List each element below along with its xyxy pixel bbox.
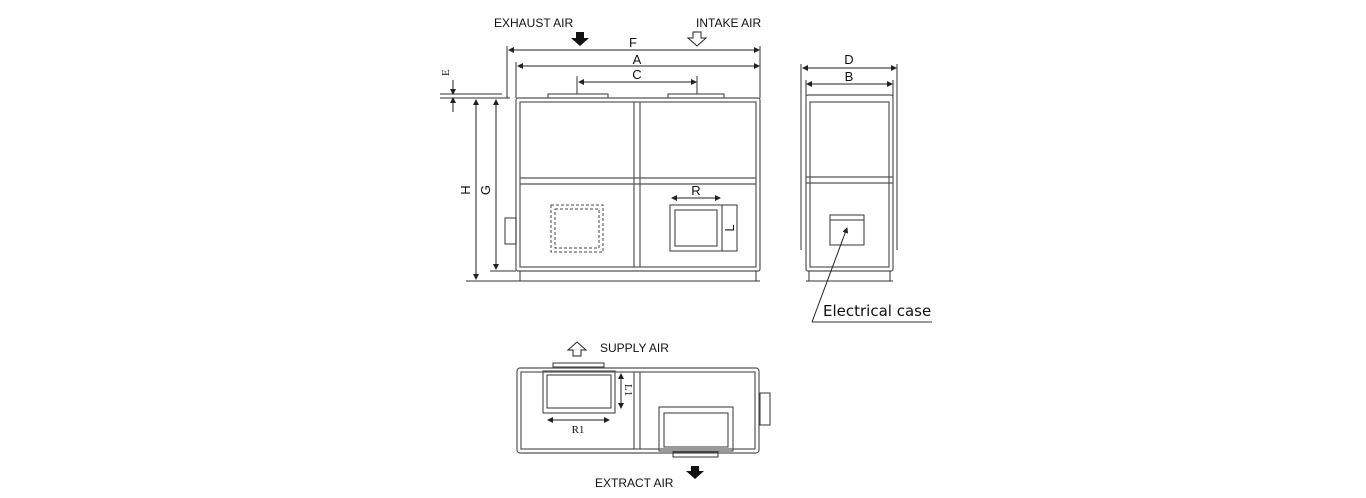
- duct-opening: [669, 204, 723, 252]
- front-view: EXHAUST AIR INTAKE AIR F A C E H G: [440, 16, 761, 282]
- dim-label-l1: L1: [622, 384, 634, 396]
- hidden-duct-outline: [550, 204, 604, 253]
- exhaust-arrow-icon: [571, 32, 589, 46]
- electrical-case-leader: [811, 227, 849, 323]
- extract-duct: [658, 406, 734, 452]
- supply-air-label: SUPPLY AIR: [600, 341, 669, 355]
- electrical-case-box: [829, 214, 865, 246]
- top-view: SUPPLY AIR R1 L1 EXTRACT AIR: [516, 341, 771, 490]
- extract-air-label: EXTRACT AIR: [595, 476, 674, 490]
- dim-label-e: E: [440, 69, 452, 76]
- side-view: D B Electrical case: [800, 52, 932, 323]
- dim-label-b: B: [845, 69, 854, 84]
- dim-label-c: C: [632, 67, 641, 82]
- side-connector-top: [759, 392, 771, 426]
- supply-duct: [542, 370, 616, 414]
- top-frame: [516, 367, 760, 454]
- dim-label-g: G: [478, 185, 493, 195]
- intake-arrow-icon: [686, 31, 708, 47]
- side-connector: [504, 217, 517, 245]
- exhaust-air-label: EXHAUST AIR: [494, 16, 573, 30]
- dim-label-r: R: [691, 183, 700, 198]
- dim-label-r1: R1: [572, 424, 585, 436]
- dim-label-h: H: [458, 185, 473, 194]
- front-frame: [515, 97, 761, 272]
- dim-label-a: A: [633, 52, 642, 67]
- dim-label-f: F: [629, 35, 637, 50]
- electrical-case-label: Electrical case: [823, 302, 931, 320]
- extract-arrow-icon: [686, 466, 704, 479]
- intake-air-label: INTAKE AIR: [696, 16, 761, 30]
- supply-arrow-icon: [566, 341, 588, 357]
- dim-label-l: L: [722, 224, 737, 231]
- dim-label-d: D: [844, 52, 853, 67]
